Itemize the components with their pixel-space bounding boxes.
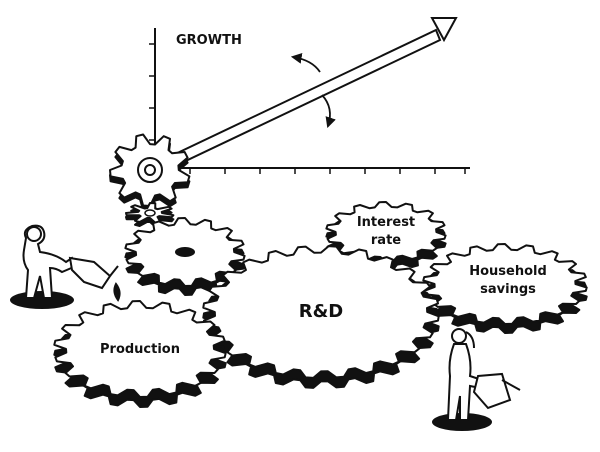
worker-left-figure [10, 224, 121, 309]
star-gear-hole [144, 209, 156, 217]
gear-axle-hole [175, 247, 195, 257]
rotate-up-arrow-icon [290, 53, 321, 73]
gear-label-interest-rate-line1: Interest [357, 215, 415, 230]
gear-label-interest-rate-line2: rate [371, 233, 401, 248]
household-savings-gear [422, 243, 588, 334]
gear-label-production: Production [100, 342, 180, 357]
worker-right-figure [432, 328, 521, 431]
rotate-down-arrow-icon [321, 94, 336, 129]
lever-hub [137, 157, 163, 183]
gear-label-rd: R&D [299, 301, 344, 322]
y-axis-ticks [149, 43, 155, 141]
gear-label-household-savings-line1: Household [469, 264, 547, 279]
gear-layer [53, 133, 588, 408]
production-gear [53, 300, 227, 408]
x-axis-ticks [189, 168, 466, 174]
rd-gear [202, 245, 440, 389]
gear-label-household-savings-line2: savings [480, 282, 536, 297]
growth-axis-label: GROWTH [176, 33, 242, 48]
